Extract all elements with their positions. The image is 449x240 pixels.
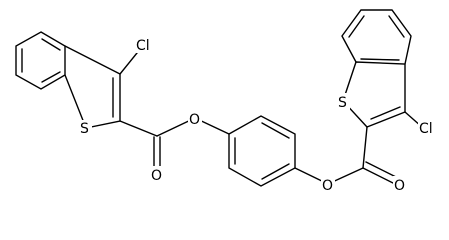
right-benzene-double-1: [348, 15, 365, 38]
atom-o-carbonyl-left: O: [151, 168, 162, 184]
atom-cl-right: Cl: [419, 121, 433, 137]
left-benzothiophene: [15, 31, 158, 137]
atom-o-ester-right: O: [322, 178, 333, 194]
right-c-o-double-b: [365, 161, 399, 179]
right-c-thiophene-bond: [362, 126, 368, 169]
atom-o-ester-left: O: [189, 112, 200, 128]
atom-labels: Cl S O O O O S Cl: [78, 36, 442, 194]
right-benzene-double-3: [360, 58, 400, 61]
right-thiophene-c2-c3: [366, 111, 406, 128]
atom-s-right: S: [338, 95, 347, 111]
atom-s-left: S: [80, 121, 89, 137]
central-double-1: [261, 122, 290, 139]
central-double-2: [261, 163, 290, 180]
structure-canvas: Cl S O O O O S Cl: [15, 9, 442, 194]
atom-o-carbonyl-right: O: [394, 178, 405, 194]
left-benzene-ring: [15, 31, 66, 90]
left-benzene-double-3: [41, 71, 61, 83]
left-c-carbonyl-bond: [119, 120, 158, 137]
atom-cl-left: Cl: [136, 38, 150, 54]
left-benzene-double-1: [41, 38, 61, 51]
central-benzene-ring: [228, 115, 296, 187]
left-thiophene-ring: [64, 45, 121, 129]
right-c-o-double-a: [362, 167, 396, 185]
central-phenylene: [228, 115, 296, 187]
right-ester: [294, 126, 399, 185]
right-benzene-ring: [341, 9, 412, 65]
right-benzothiophene: [341, 9, 423, 128]
right-benzene-double-2: [388, 15, 405, 38]
right-thiophene-double: [370, 106, 401, 120]
molecule-structure: Cl S O O O O S Cl: [15, 9, 442, 194]
